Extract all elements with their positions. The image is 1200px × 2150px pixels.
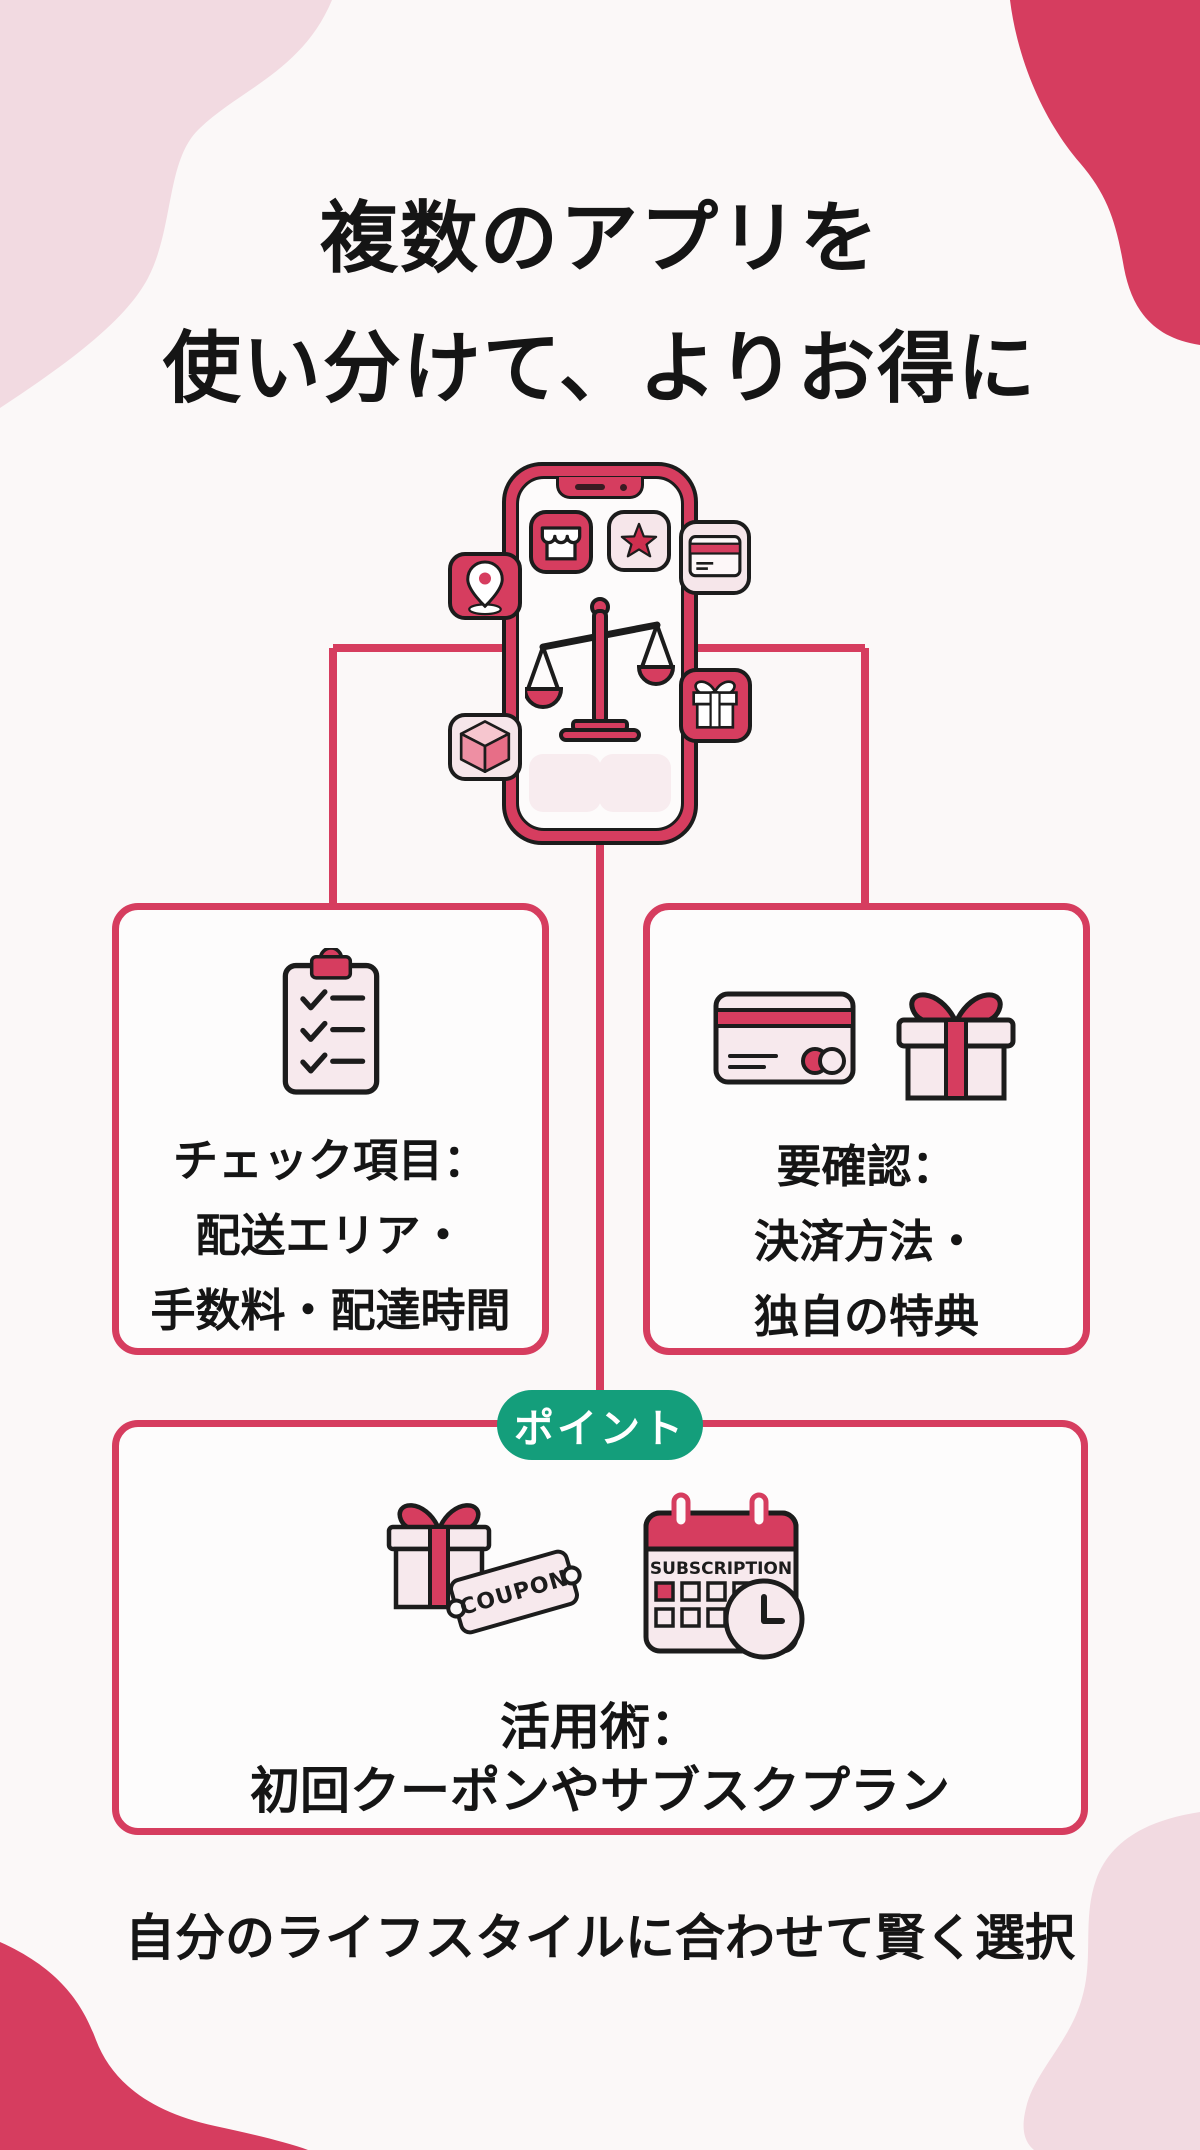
location-pin-icon xyxy=(448,552,522,620)
connector-vertical-center xyxy=(596,840,604,1396)
blob-bottom-right xyxy=(1023,1812,1200,2150)
confirm-items-box: 要確認： 決済方法・ 独自の特典 xyxy=(643,903,1090,1355)
gift-box-icon xyxy=(896,992,1016,1101)
tips-box: COUPON SUBSCRIPTION xyxy=(112,1420,1088,1835)
blob-top-right xyxy=(1010,0,1200,345)
storefront-icon xyxy=(529,510,593,574)
point-badge: ポイント xyxy=(497,1390,703,1460)
gift-coupon-icon: COUPON xyxy=(386,1503,582,1635)
connector-vertical-left xyxy=(329,648,337,908)
phone-speaker xyxy=(575,484,605,490)
calendar-label: SUBSCRIPTION xyxy=(649,1559,791,1579)
left-box-line1: チェック項目： xyxy=(172,1134,488,1187)
phone-camera-dot xyxy=(620,484,627,491)
app-placeholder xyxy=(599,754,671,812)
right-box-line3: 独自の特典 xyxy=(753,1290,979,1343)
left-box-line2: 配送エリア・ xyxy=(195,1209,466,1262)
bottom-box-line2: 初回クーポンやサブスクプラン xyxy=(250,1762,950,1820)
page-title-line1: 複数のアプリを xyxy=(319,194,880,284)
credit-card-app-icon xyxy=(679,520,751,595)
subscription-calendar-icon: SUBSCRIPTION xyxy=(643,1492,804,1660)
bottom-box-line1: 活用術： xyxy=(500,1698,700,1756)
check-items-box: チェック項目： 配送エリア・ 手数料・配達時間 xyxy=(112,903,549,1355)
phone-notch xyxy=(556,477,644,499)
star-icon xyxy=(607,510,671,572)
page-title-line2: 使い分けて、よりお得に xyxy=(162,324,1038,414)
gift-app-icon xyxy=(679,668,752,743)
phone-illustration xyxy=(430,430,790,860)
app-placeholder xyxy=(529,754,601,812)
connector-vertical-right xyxy=(861,648,869,908)
right-box-line2: 決済方法・ xyxy=(753,1215,979,1268)
balance-scale-icon xyxy=(525,597,675,742)
credit-card-icon xyxy=(713,991,856,1084)
package-icon xyxy=(448,713,522,781)
blob-top-left xyxy=(0,0,332,408)
left-box-line3: 手数料・配達時間 xyxy=(150,1284,511,1337)
checklist-clipboard-icon xyxy=(282,948,379,1095)
blob-bottom-left xyxy=(0,1942,308,2150)
point-badge-label: ポイント xyxy=(514,1406,686,1452)
footer-note: 自分のライフスタイルに合わせて賢く選択 xyxy=(125,1909,1075,1967)
right-box-line1: 要確認： xyxy=(776,1140,957,1193)
